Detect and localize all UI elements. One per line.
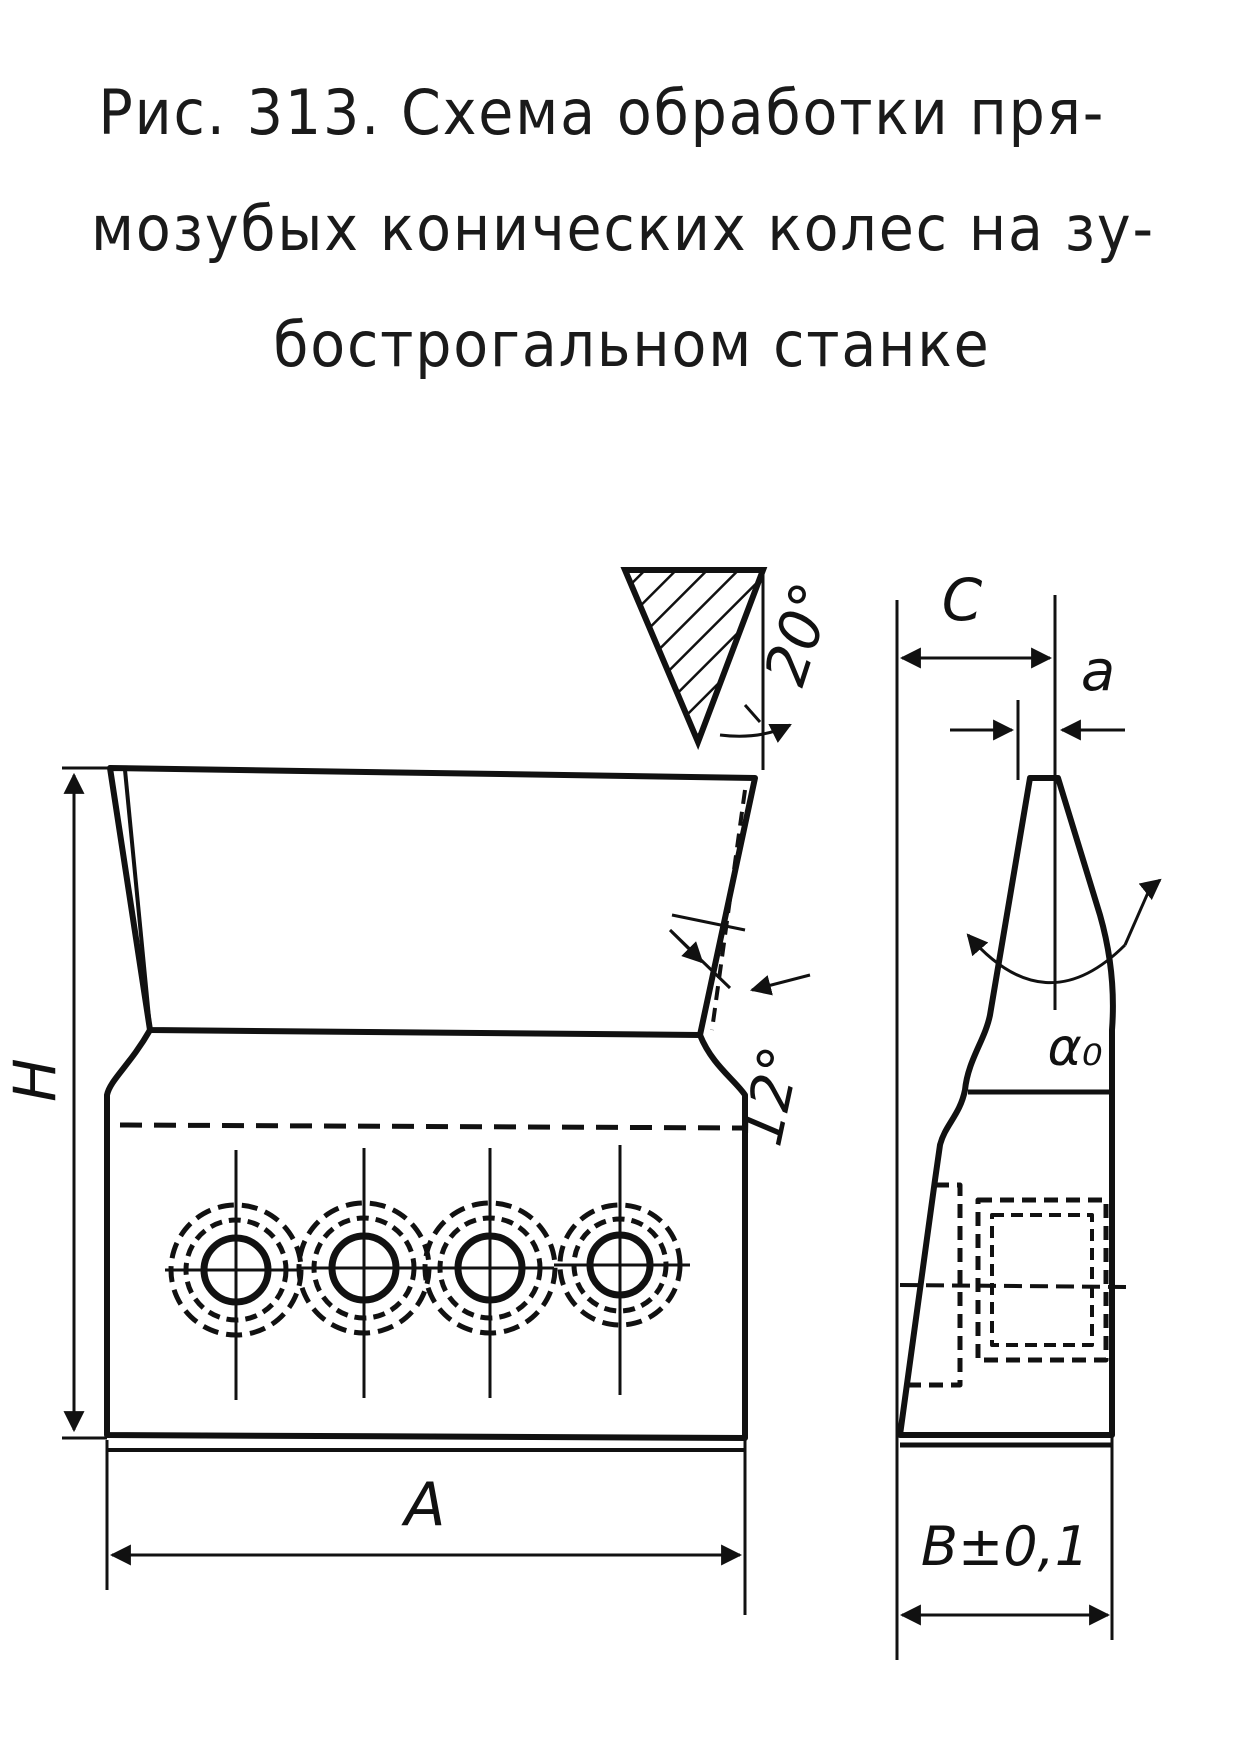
rake-left-edge [123, 769, 152, 1029]
insert-inner-dashed [990, 1213, 1094, 1347]
label-c: C [942, 566, 983, 634]
side-view [897, 775, 1129, 1448]
label-alpha: α₀ [1047, 1018, 1102, 1078]
body-dashed-line [119, 1122, 746, 1131]
side-extension-lines [895, 595, 1114, 1660]
tool-wedge-section [620, 567, 792, 770]
figure-caption: Рис. 313. Схема обработки пря- мозубых к… [80, 55, 1155, 403]
label-b: B±0,1 [921, 1515, 1089, 1578]
bolt-hole-3 [422, 1148, 558, 1398]
caption-line-2: мозубых конических колес на зу- [91, 192, 1155, 265]
bolt-hole-4 [554, 1145, 690, 1395]
label-a: A [400, 1470, 445, 1540]
tooth-profile [897, 775, 1116, 1438]
bolt-holes [165, 1145, 690, 1400]
label-h: H [1, 1058, 69, 1102]
front-view [104, 765, 758, 1452]
dimension-a [105, 1440, 747, 1615]
dimension-h [62, 766, 112, 1440]
clearance-dashed-line [710, 789, 747, 1031]
bolt-hole-1 [165, 1150, 304, 1400]
label-12-degrees: 12° [730, 1041, 814, 1152]
notch-dashed [905, 1182, 963, 1388]
label-small-a: a [1081, 639, 1115, 704]
insert-outline-dashed [975, 1197, 1109, 1363]
label-20-degrees: 20° [751, 574, 847, 693]
caption-line-1: Рис. 313. Схема обработки пря- [98, 76, 1106, 149]
angle-12-annotation [668, 913, 811, 996]
rake-face-outline [107, 765, 758, 1038]
bolt-hole-2 [296, 1148, 432, 1398]
alpha-angle-arc [966, 878, 1162, 985]
cutter-body [104, 1028, 748, 1441]
caption-line-3: бострогальном станке [273, 308, 991, 381]
